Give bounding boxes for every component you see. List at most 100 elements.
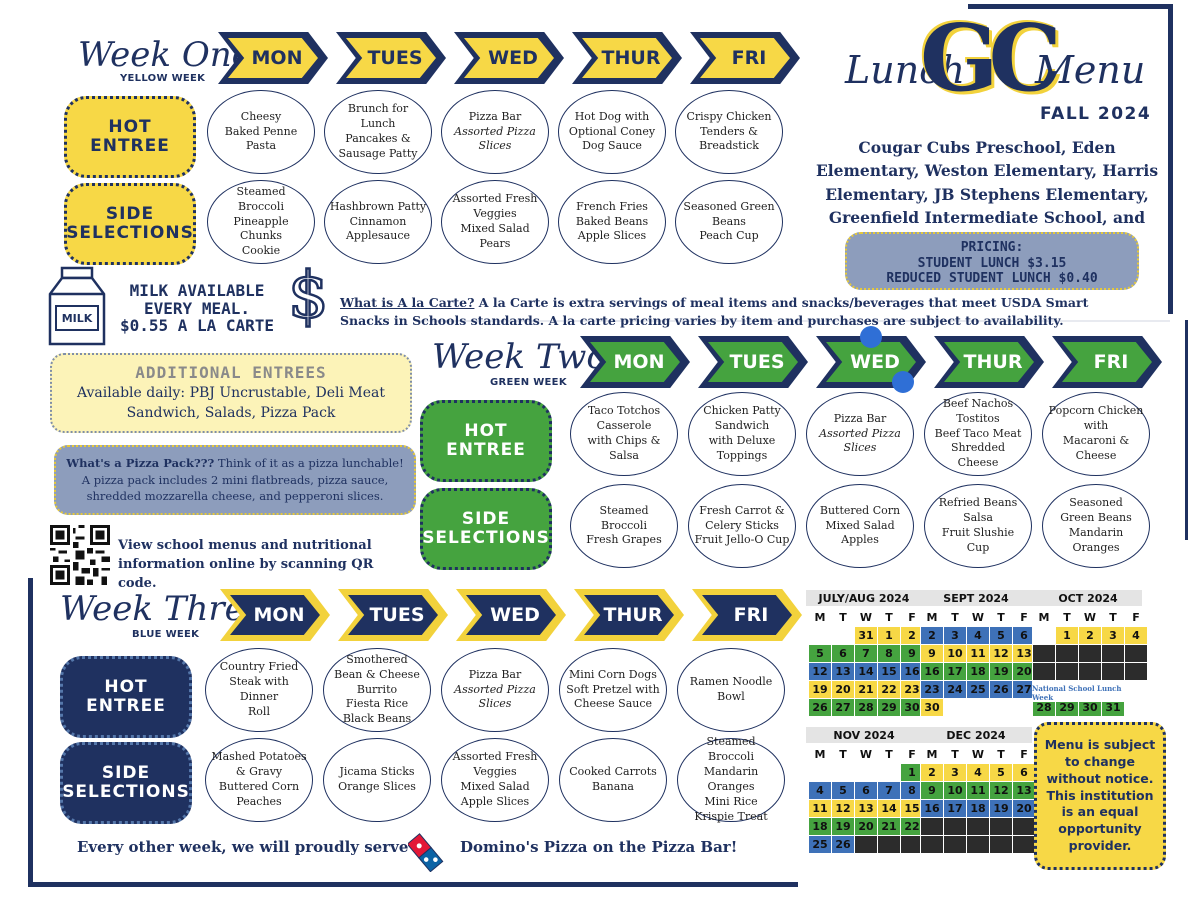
day-label: TUES xyxy=(369,604,425,626)
menu-line: Apple Slices xyxy=(460,794,530,808)
gc-logo: GC xyxy=(920,4,1062,112)
calendar-day: 19 xyxy=(831,817,855,836)
day-header-tues: TUES xyxy=(338,589,448,641)
selection-handle-top[interactable] xyxy=(860,326,882,348)
calendar-day: 19 xyxy=(989,662,1013,681)
calendar-day xyxy=(1032,644,1056,663)
menu-line: Mixed Salad xyxy=(460,222,530,235)
menu-line: Pizza Bar xyxy=(833,411,887,425)
calendar-day xyxy=(943,698,967,717)
calendar-day: 7 xyxy=(854,644,878,663)
calendar-dow: T xyxy=(831,745,855,764)
selection-handle-bottom[interactable] xyxy=(892,371,914,393)
calendar-day: 8 xyxy=(877,644,901,663)
menu-line: Crispy Chicken xyxy=(686,109,772,123)
pricing-reduced: REDUCED STUDENT LUNCH $0.40 xyxy=(886,271,1098,287)
calendar-day: 10 xyxy=(943,644,967,663)
day-label: THUR xyxy=(603,604,663,626)
dominos-right-text: Domino's Pizza on the Pizza Bar! xyxy=(460,838,738,856)
calendar-day: 5 xyxy=(831,781,855,800)
menu-line: & Gravy xyxy=(235,765,283,779)
menu-line: Jicama Sticks xyxy=(339,765,415,779)
calendar-day: 16 xyxy=(920,799,944,818)
menu-line: Pancakes & xyxy=(345,132,411,145)
menu-line: Sausage Patty xyxy=(338,146,418,160)
menu-line: Veggies xyxy=(473,207,517,221)
menu-line: Peaches xyxy=(236,794,282,808)
dominos-left-text: Every other week, we will proudly serve xyxy=(77,838,409,856)
menu-line: Bowl xyxy=(717,690,745,703)
calendar-day: 5 xyxy=(808,644,832,663)
day-header-thur: THUR xyxy=(572,32,682,84)
calendar-day: 17 xyxy=(943,799,967,818)
frame-top-right xyxy=(968,4,1173,9)
calendar-day xyxy=(1124,644,1148,663)
menu-line: Sandwich xyxy=(714,419,770,433)
calendar-dow: T xyxy=(1055,608,1079,627)
calendar-dow: T xyxy=(943,745,967,764)
calendar-day: 25 xyxy=(808,835,832,854)
calendar-dow: F xyxy=(1124,608,1148,627)
hot-entree-label: HOT ENTREE xyxy=(420,400,552,482)
calendar-day: 3 xyxy=(943,626,967,645)
calendar-day: 27 xyxy=(831,698,855,717)
day-label: MON xyxy=(613,351,665,373)
calendar-day: 9 xyxy=(920,644,944,663)
menu-line: with Deluxe xyxy=(708,434,776,447)
pizza-pack-box: What's a Pizza Pack??? Think of it as a … xyxy=(54,445,416,515)
calendar-day: 4 xyxy=(966,626,990,645)
alacarte-info: What is A la Carte? A la Carte is extra … xyxy=(340,294,1140,330)
milk-line-3: $0.55 A LA CARTE xyxy=(119,316,275,336)
calendar-day xyxy=(1012,835,1036,854)
menu-line: Pasta xyxy=(245,139,277,153)
menu-line: Slices xyxy=(478,139,512,153)
calendar-dow: M xyxy=(920,608,944,627)
menu-line: Mashed Potatoes xyxy=(211,750,307,764)
menu-line: Dog Sauce xyxy=(582,139,642,153)
season-label: FALL 2024 xyxy=(1040,104,1152,124)
calendar-dow: F xyxy=(900,745,924,764)
menu-line: Brunch for Lunch xyxy=(347,102,409,131)
calendar-day: 21 xyxy=(854,680,878,699)
national-school-lunch-week: National School Lunch Week xyxy=(1032,684,1144,702)
calendar-day: 22 xyxy=(900,817,924,836)
pizza-pack-text: Think of it as a pizza lunchable! A pizz… xyxy=(81,456,404,504)
dollar-icon: $ xyxy=(287,259,330,333)
calendar-day: 30 xyxy=(920,698,944,717)
qr-code-icon[interactable] xyxy=(50,525,110,585)
menu-line: Seasoned xyxy=(1069,496,1123,510)
pricing-box: PRICING: STUDENT LUNCH $3.15 REDUCED STU… xyxy=(845,232,1139,290)
menu-line: Taco Totchos xyxy=(587,404,661,418)
day-label: THUR xyxy=(601,47,661,69)
calendar-day: 12 xyxy=(989,644,1013,663)
menu-line: with Chips & Salsa xyxy=(587,434,661,462)
menu-line: Mandarin Oranges xyxy=(703,765,759,793)
menu-line: Steak with Dinner xyxy=(229,675,289,703)
frame-divider xyxy=(418,320,1170,322)
additional-entrees-text: Available daily: PBJ Uncrustable, Deli M… xyxy=(76,385,386,421)
menu-line: Country Fried xyxy=(219,660,299,674)
calendar-day: 20 xyxy=(854,817,878,836)
calendar-day: 3 xyxy=(943,763,967,782)
calendar-day: 6 xyxy=(1012,763,1036,782)
menu-line: Baked Penne xyxy=(224,124,298,138)
calendar-month-title: NOV 2024 xyxy=(833,729,895,742)
calendar-day: 25 xyxy=(966,680,990,699)
menu-line: with xyxy=(1083,419,1109,433)
calendar-day: 22 xyxy=(877,680,901,699)
calendar-day xyxy=(854,835,878,854)
menu-line: Fruit Slushie Cup xyxy=(941,526,1015,554)
frame-left xyxy=(28,578,33,886)
calendar-dow: W xyxy=(854,745,878,764)
menu-line: French Fries xyxy=(576,199,648,213)
calendar-day: 30 xyxy=(900,698,924,717)
menu-line: Slices xyxy=(478,697,512,711)
calendar-day: 19 xyxy=(808,680,832,699)
